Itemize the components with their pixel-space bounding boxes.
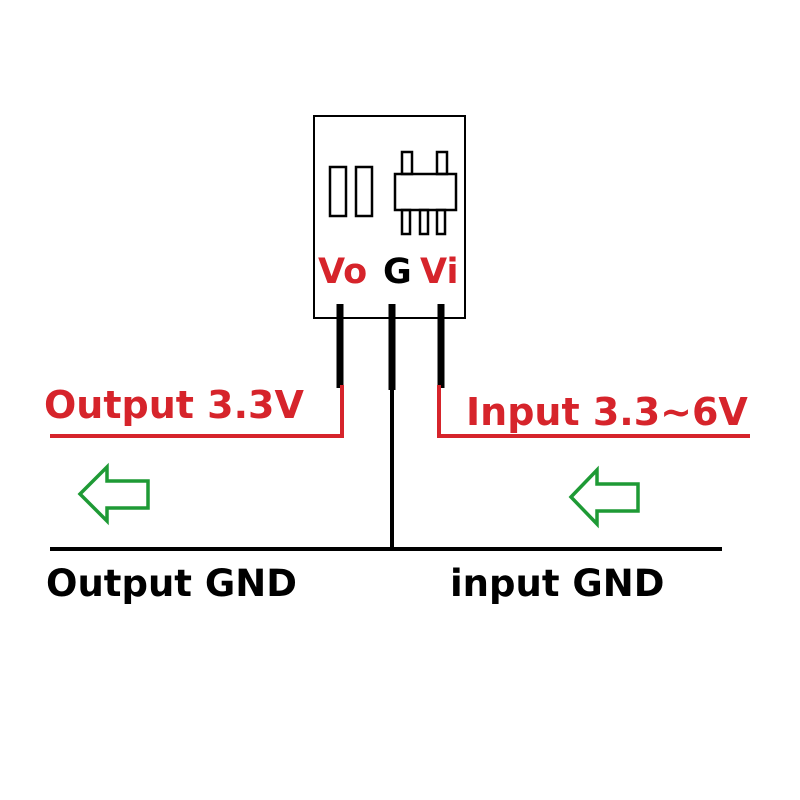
input-voltage-label: Input 3.3~6V [466,390,748,434]
capacitor-icon [328,165,374,218]
input-gnd-label: input GND [450,562,664,605]
regulator-chip-icon [393,150,458,236]
pin-label-vi: Vi [420,252,458,292]
output-gnd-label: Output GND [46,562,297,605]
pin-label-vo: Vo [318,252,367,292]
arrow-left-icon [568,465,640,529]
input-wire [437,385,750,438]
output-voltage-label: Output 3.3V [44,383,304,427]
output-wire [50,385,344,438]
arrow-left-icon [77,462,150,526]
pin-label-g: G [383,252,412,292]
